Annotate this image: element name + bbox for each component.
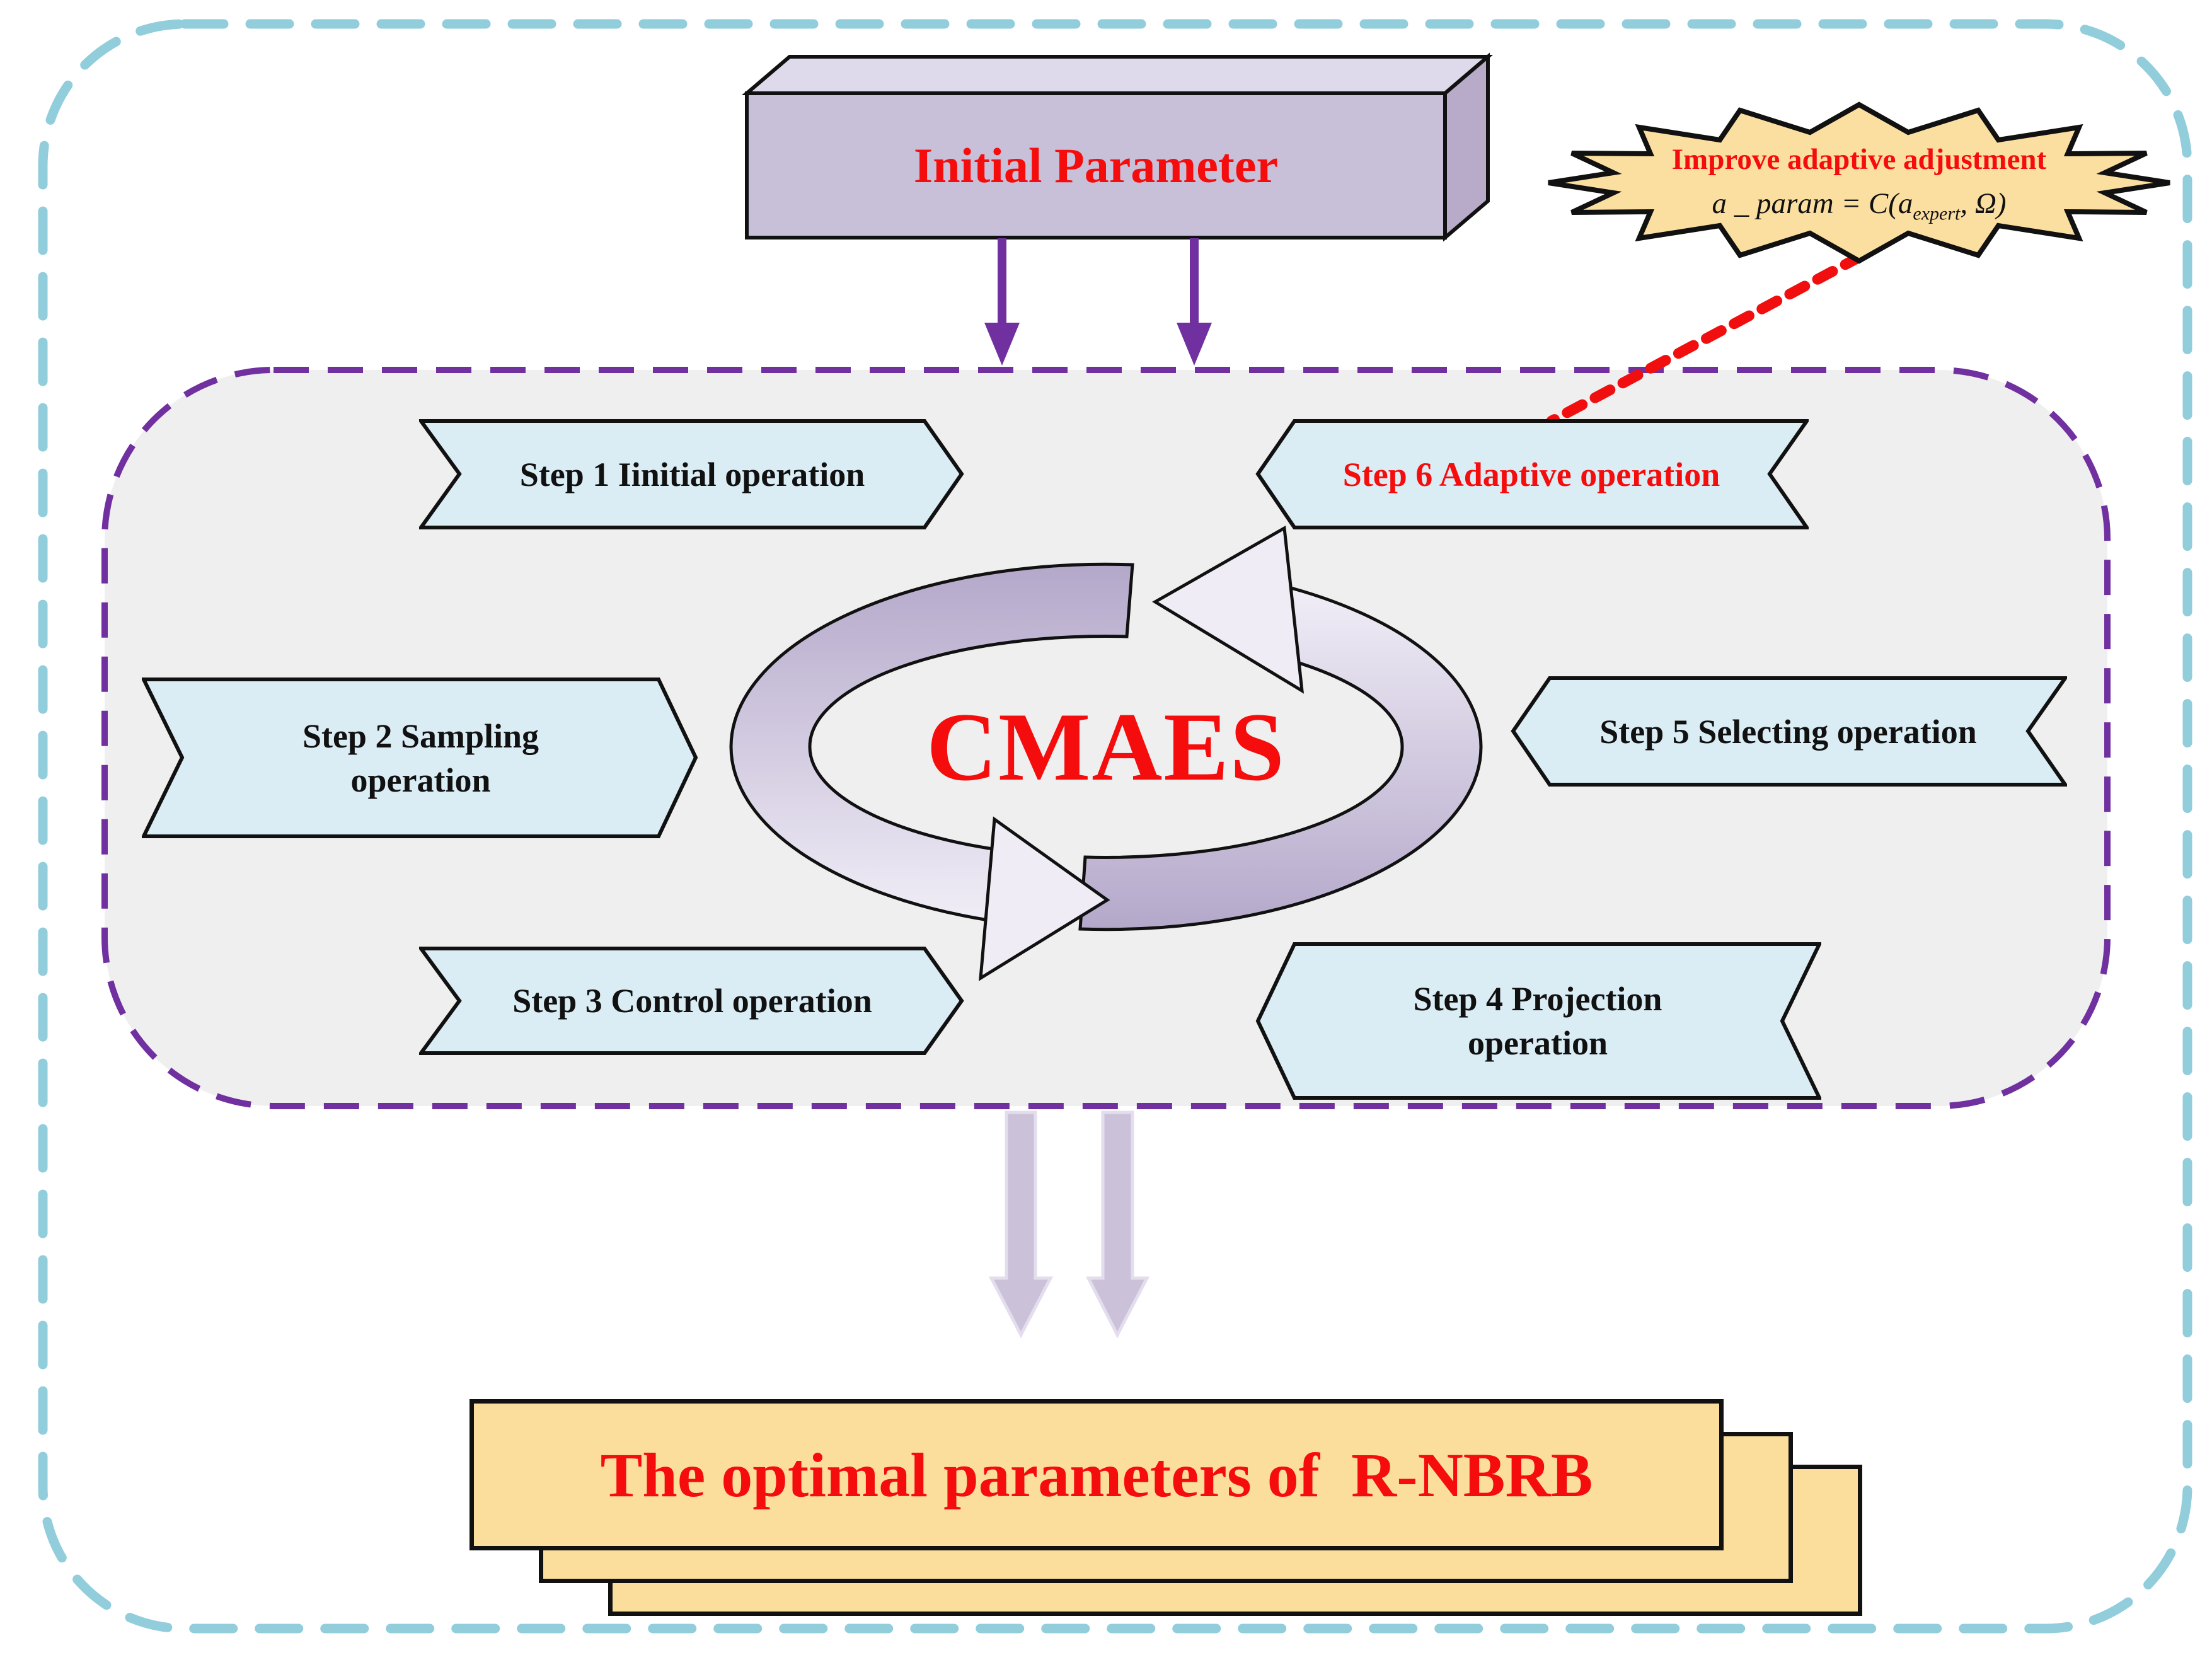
callout-connector-dotted-line (1546, 251, 1866, 427)
initial-parameter-box (741, 52, 1494, 242)
step6-label: Step 6 Adaptive operation (1342, 455, 1720, 493)
step1-shape (419, 419, 964, 529)
step3-shape (419, 947, 964, 1055)
starburst-callout-shape (1548, 101, 2170, 264)
step6-banner: Step 6 Adaptive operation (1254, 419, 1809, 529)
callout-formula: a _ param = C(aexpert, Ω) (1575, 187, 2143, 224)
step1-banner: Step 1 Iinitial operation (419, 419, 965, 529)
cmaes-container (101, 367, 2111, 1109)
step1-label: Step 1 Iinitial operation (519, 455, 865, 493)
step3-label: Step 3 Control operation (512, 982, 872, 1020)
cycle-arrowhead-left-icon (1152, 525, 1305, 694)
output-arrow-icon (1085, 1110, 1150, 1339)
down-arrow-icon (984, 238, 1020, 366)
step2-shape (142, 678, 698, 838)
step5-label: Step 5 Selecting operation (1599, 712, 1977, 751)
down-arrow-icon (1177, 238, 1212, 366)
output-arrow-icon (988, 1110, 1054, 1339)
step5-shape (1511, 676, 2067, 787)
formula-pre: a _ param = C(a (1712, 187, 1913, 220)
outer-dashed-border (38, 19, 2192, 1634)
callout-title: Improve adaptive adjustment (1671, 143, 2047, 176)
output-box-front: The optimal parameters of R-NBRB (469, 1399, 1724, 1550)
cmaes-label: CMAES (926, 692, 1286, 801)
initial-parameter-label: Initial Parameter (913, 137, 1279, 193)
formula-post: , Ω) (1960, 187, 2007, 220)
step4-shape (1255, 942, 1821, 1100)
formula-sub: expert (1913, 203, 1961, 224)
step3-banner: Step 3 Control operation (419, 947, 965, 1055)
output-label: The optimal parameters of R-NBRB (600, 1439, 1593, 1510)
step6-shape (1255, 419, 1809, 529)
cycle-arrowhead-right-icon (979, 816, 1110, 981)
step5-banner: Step 5 Selecting operation (1509, 676, 2067, 787)
cycle-arrow-icon (729, 525, 1483, 981)
